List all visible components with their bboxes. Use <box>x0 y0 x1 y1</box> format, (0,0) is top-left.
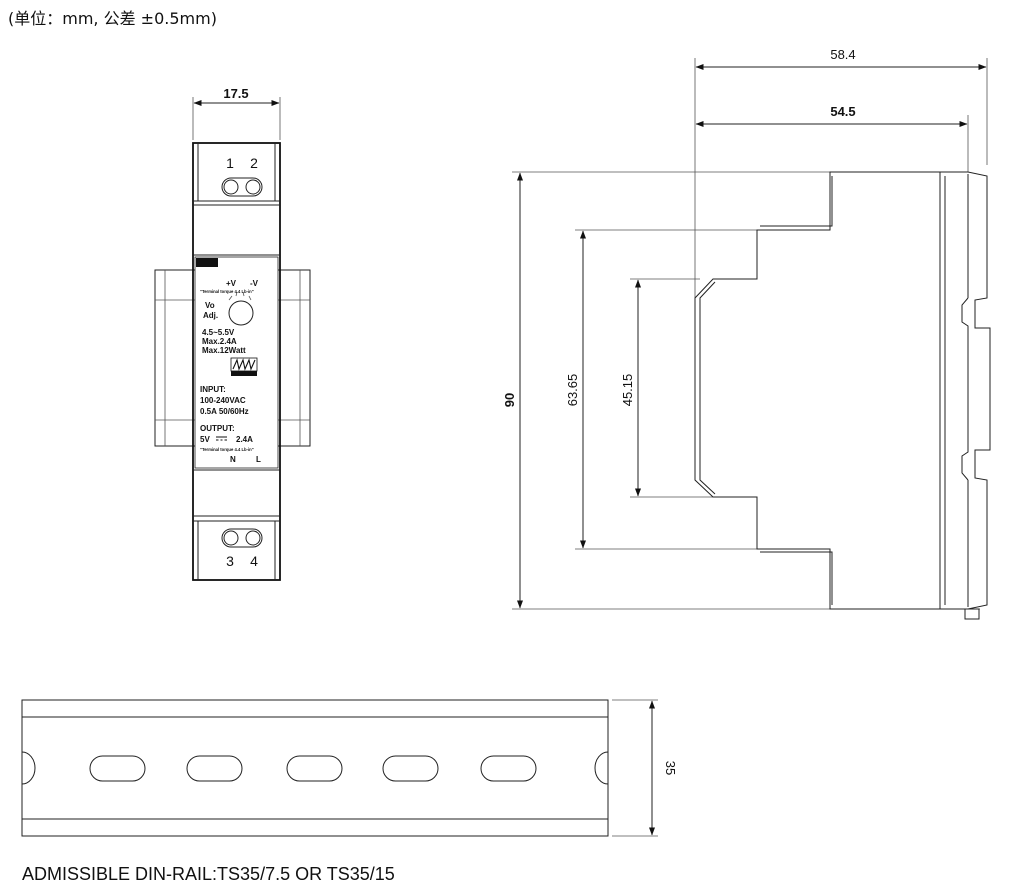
rail-notch-left <box>21 751 36 785</box>
dc-symbol-icon <box>216 436 227 441</box>
units-note: (单位：mm, 公差 ±0.5mm) <box>8 9 217 28</box>
label-input-voltage: 100-240VAC <box>200 396 246 405</box>
terminal-label-1: 1 <box>226 155 234 171</box>
front-view: 17.5 1 2 3 4 +V -V "Te <box>154 86 311 581</box>
label-output-voltage: 5V <box>200 435 210 444</box>
terminal-screw-slot-bottom <box>221 528 263 548</box>
inner-height-value: 45.15 <box>620 374 635 407</box>
label-vminus: -V <box>250 279 259 288</box>
label-output-current: 2.4A <box>236 435 253 444</box>
rail-slot <box>382 755 439 782</box>
rail-notch-right <box>594 751 609 785</box>
terminal-label-2: 2 <box>250 155 258 171</box>
label-adj: Adj. <box>203 311 218 320</box>
height-value: 90 <box>502 393 517 407</box>
label-input-current-freq: 0.5A 50/60Hz <box>200 407 249 416</box>
label-vo: Vo <box>205 301 215 310</box>
depth-overall-value: 58.4 <box>830 47 855 62</box>
rail-caption: ADMISSIBLE DIN-RAIL:TS35/7.5 OR TS35/15 <box>22 864 395 884</box>
din-rail-view: 35 ADMISSIBLE DIN-RAIL:TS35/7.5 OR TS35/… <box>21 699 678 884</box>
label-spec-max-power: Max.12Watt <box>202 346 246 355</box>
label-spec-max-current: Max.2.4A <box>202 337 237 346</box>
mean-well-logo: MEAN WELL <box>230 357 258 376</box>
label-l: L <box>256 455 261 464</box>
label-spec-voltage-range: 4.5~5.5V <box>202 328 235 337</box>
label-n: N <box>230 455 236 464</box>
terminal-screw-slot-top <box>221 177 263 197</box>
terminal-label-3: 3 <box>226 553 234 569</box>
label-output-title: OUTPUT: <box>200 424 235 433</box>
rail-slot <box>286 755 343 782</box>
side-view: 58.4 54.5 90 63.65 45.15 <box>502 47 991 620</box>
width-dimension-value: 17.5 <box>223 86 248 101</box>
clip-release-tab <box>964 608 980 620</box>
vo-adjust-potentiometer-icon <box>228 300 254 326</box>
label-vplus: +V <box>226 279 237 288</box>
label-torque-bottom: "Terminal torque 4.4 Lb-in" <box>200 447 254 452</box>
label-torque-top: "Terminal torque 4.4 Lb-in" <box>200 289 254 294</box>
depth-body-value: 54.5 <box>830 104 855 119</box>
housing-side-profile <box>694 171 941 610</box>
rail-slot <box>186 755 243 782</box>
rail-slot <box>480 755 537 782</box>
step-height-value: 63.65 <box>565 374 580 407</box>
din-rail-outline <box>21 699 609 837</box>
label-input-title: INPUT: <box>200 385 226 394</box>
rail-slot <box>89 755 146 782</box>
din-clip-profile <box>939 171 991 610</box>
brand-text: MEAN WELL <box>233 372 255 376</box>
rail-height-value: 35 <box>663 761 678 775</box>
terminal-label-4: 4 <box>250 553 258 569</box>
housing-front <box>192 142 281 581</box>
